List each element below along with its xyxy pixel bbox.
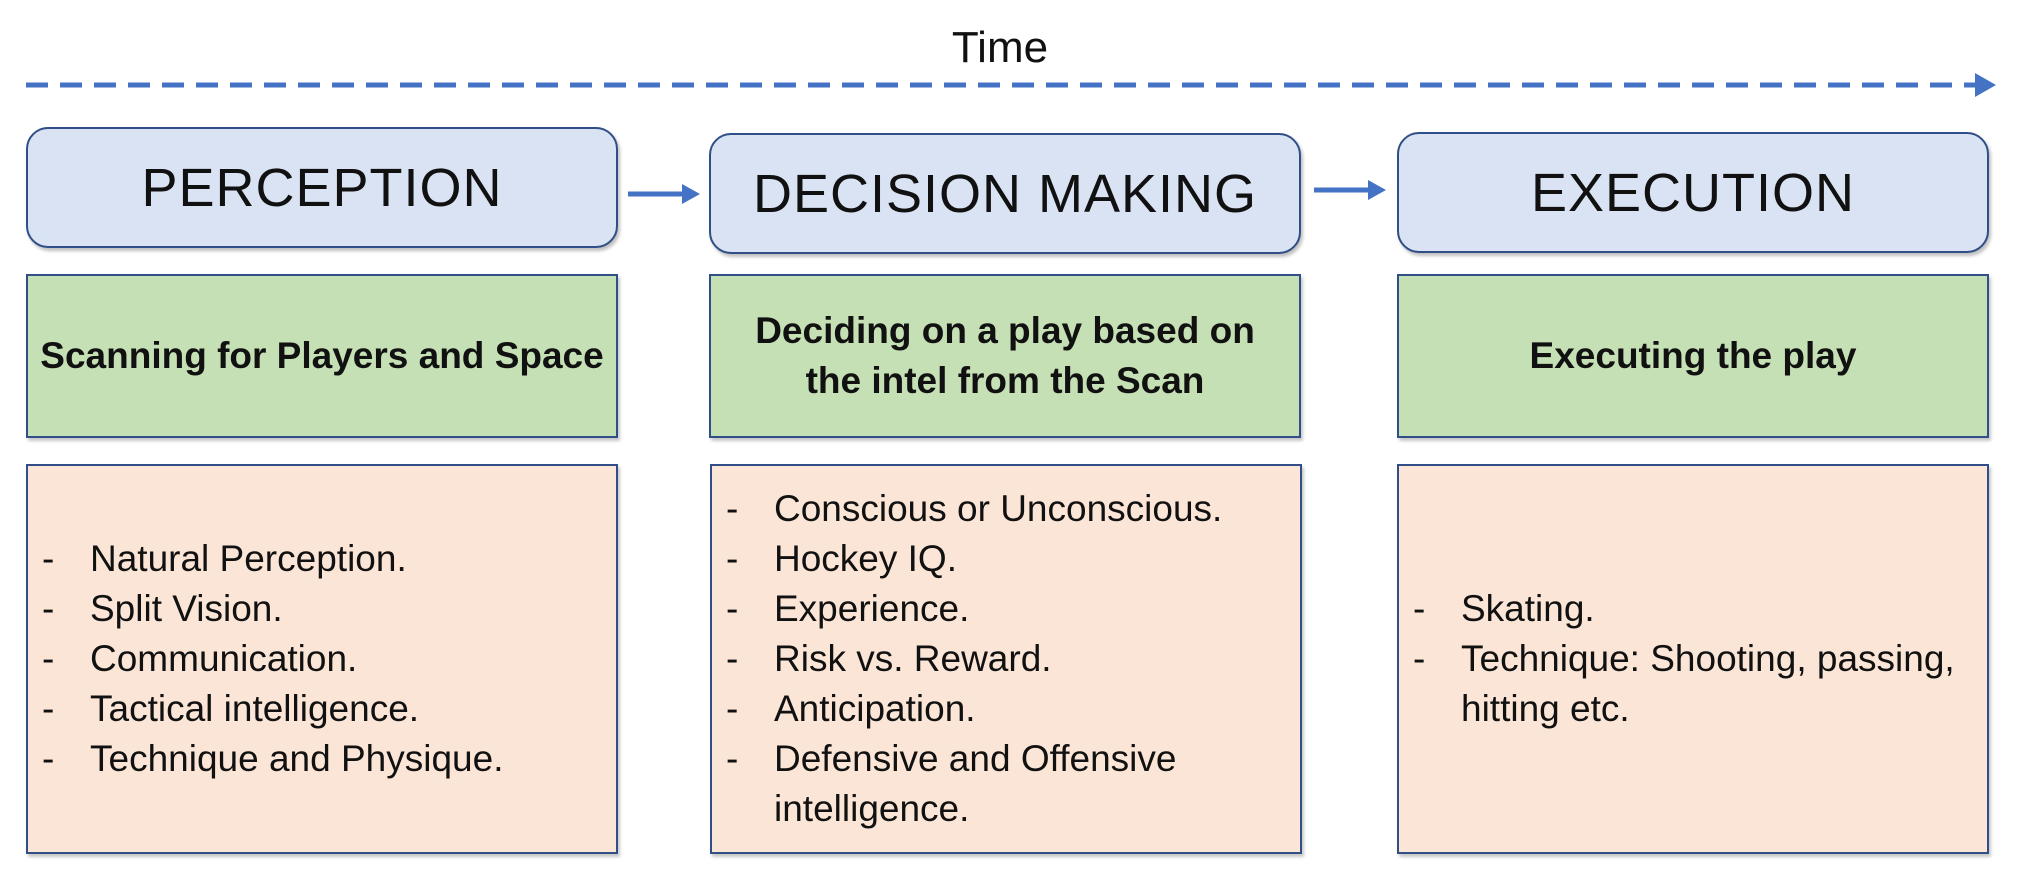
factor-list: -Conscious or Unconscious. -Hockey IQ. -…	[712, 484, 1222, 834]
list-item: -Conscious or Unconscious.	[726, 484, 1222, 534]
list-item-text: Natural Perception.	[90, 538, 407, 579]
list-item-text: Communication.	[90, 638, 358, 679]
bullet-dash: -	[42, 638, 55, 679]
phase-title: PERCEPTION	[141, 157, 503, 218]
factors-decision-making: -Conscious or Unconscious. -Hockey IQ. -…	[710, 464, 1302, 854]
bullet-dash: -	[1413, 588, 1426, 629]
bullet-dash: -	[726, 688, 739, 729]
bullet-dash: -	[1413, 638, 1426, 679]
factor-list: -Skating. -Technique: Shooting, passing,…	[1399, 584, 1961, 734]
list-item-text: Experience.	[774, 588, 970, 629]
description-text: Executing the play	[1529, 335, 1857, 376]
phase-perception: PERCEPTION	[26, 127, 618, 248]
list-item: -Experience.	[726, 584, 1222, 634]
phase-title: DECISION MAKING	[752, 163, 1258, 224]
list-item-text: Technique: Shooting, passing, hitting et…	[1461, 638, 1955, 729]
bullet-dash: -	[726, 738, 739, 779]
description-decision-making: Deciding on a play based on the intel fr…	[709, 274, 1301, 438]
list-item: -Split Vision.	[42, 584, 503, 634]
description-text: Scanning for Players and Space	[40, 335, 604, 376]
bullet-dash: -	[42, 538, 55, 579]
description-text: Deciding on a play based on the intel fr…	[755, 310, 1255, 401]
bullet-dash: -	[726, 638, 739, 679]
bullet-dash: -	[42, 588, 55, 629]
factors-perception: -Natural Perception. -Split Vision. -Com…	[26, 464, 618, 854]
bullet-dash: -	[42, 738, 55, 779]
list-item: -Anticipation.	[726, 684, 1222, 734]
phase-title: EXECUTION	[1530, 162, 1856, 223]
bullet-dash: -	[726, 588, 739, 629]
time-arrow-head	[1975, 73, 1996, 97]
factors-execution: -Skating. -Technique: Shooting, passing,…	[1397, 464, 1989, 854]
list-item: -Tactical intelligence.	[42, 684, 503, 734]
list-item-text: Tactical intelligence.	[90, 688, 420, 729]
list-item-text: Defensive and Offensive intelligence.	[774, 738, 1177, 829]
list-item-text: Hockey IQ.	[774, 538, 957, 579]
list-item-text: Risk vs. Reward.	[774, 638, 1052, 679]
list-item: -Natural Perception.	[42, 534, 503, 584]
time-label: Time	[951, 23, 1049, 72]
list-item-text: Split Vision.	[90, 588, 283, 629]
list-item: -Defensive and Offensive intelligence.	[726, 734, 1222, 834]
bullet-dash: -	[42, 688, 55, 729]
list-item-text: Anticipation.	[774, 688, 976, 729]
phase-decision-making: DECISION MAKING	[709, 133, 1301, 254]
list-item: -Risk vs. Reward.	[726, 634, 1222, 684]
bullet-dash: -	[726, 538, 739, 579]
list-item-text: Conscious or Unconscious.	[774, 488, 1223, 529]
list-item: -Technique and Physique.	[42, 734, 503, 784]
arrow-perception-to-decision-head	[682, 184, 700, 204]
list-item: -Technique: Shooting, passing, hitting e…	[1413, 634, 1961, 734]
bullet-dash: -	[726, 488, 739, 529]
list-item: -Communication.	[42, 634, 503, 684]
phase-execution: EXECUTION	[1397, 132, 1989, 253]
list-item: -Hockey IQ.	[726, 534, 1222, 584]
list-item: -Skating.	[1413, 584, 1961, 634]
description-perception: Scanning for Players and Space	[26, 274, 618, 438]
factor-list: -Natural Perception. -Split Vision. -Com…	[28, 534, 503, 784]
list-item-text: Skating.	[1461, 588, 1595, 629]
description-execution: Executing the play	[1397, 274, 1989, 438]
arrow-decision-to-execution-head	[1368, 180, 1386, 200]
list-item-text: Technique and Physique.	[90, 738, 504, 779]
